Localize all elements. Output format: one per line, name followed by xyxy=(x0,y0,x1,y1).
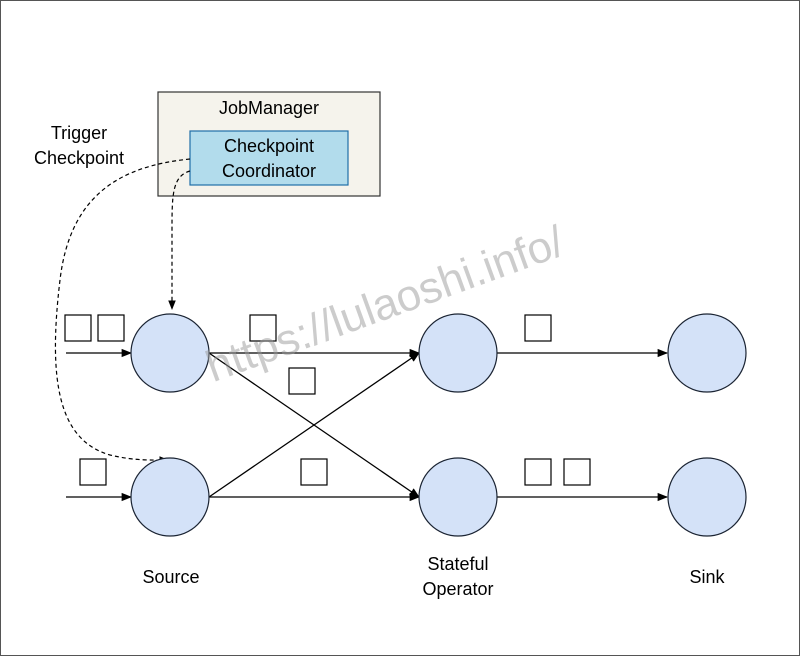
trigger-label-line1: Trigger xyxy=(51,123,107,143)
jobmanager-title: JobManager xyxy=(219,98,319,118)
stateful-node-bottom xyxy=(418,457,498,537)
source-node-top xyxy=(130,313,210,393)
record-square xyxy=(563,458,591,486)
record-square xyxy=(97,314,125,342)
checkpoint-coordinator-box xyxy=(189,130,349,186)
stateful-label-line2: Operator xyxy=(422,579,493,599)
sink-label: Sink xyxy=(689,567,725,587)
trigger-label-line2: Checkpoint xyxy=(34,148,124,168)
record-square xyxy=(64,314,92,342)
sink-node-bottom xyxy=(667,457,747,537)
record-square xyxy=(300,458,328,486)
record-square xyxy=(524,458,552,486)
coordinator-label-line1: Checkpoint xyxy=(224,136,314,156)
stateful-label-line1: Stateful xyxy=(427,554,488,574)
record-square xyxy=(288,367,316,395)
source-node-bottom xyxy=(130,457,210,537)
trigger-path-source-top xyxy=(168,170,191,310)
coordinator-label-line2: Coordinator xyxy=(222,161,316,181)
sink-node-top xyxy=(667,313,747,393)
trigger-path-source-bottom xyxy=(54,158,191,464)
stateful-node-top xyxy=(418,313,498,393)
record-square xyxy=(249,314,277,342)
watermark-text: https://lulaoshi.info/ xyxy=(200,217,571,392)
record-square xyxy=(524,314,552,342)
source-label: Source xyxy=(142,567,199,587)
edge-source2-stateful1 xyxy=(208,352,420,498)
record-square xyxy=(79,458,107,486)
